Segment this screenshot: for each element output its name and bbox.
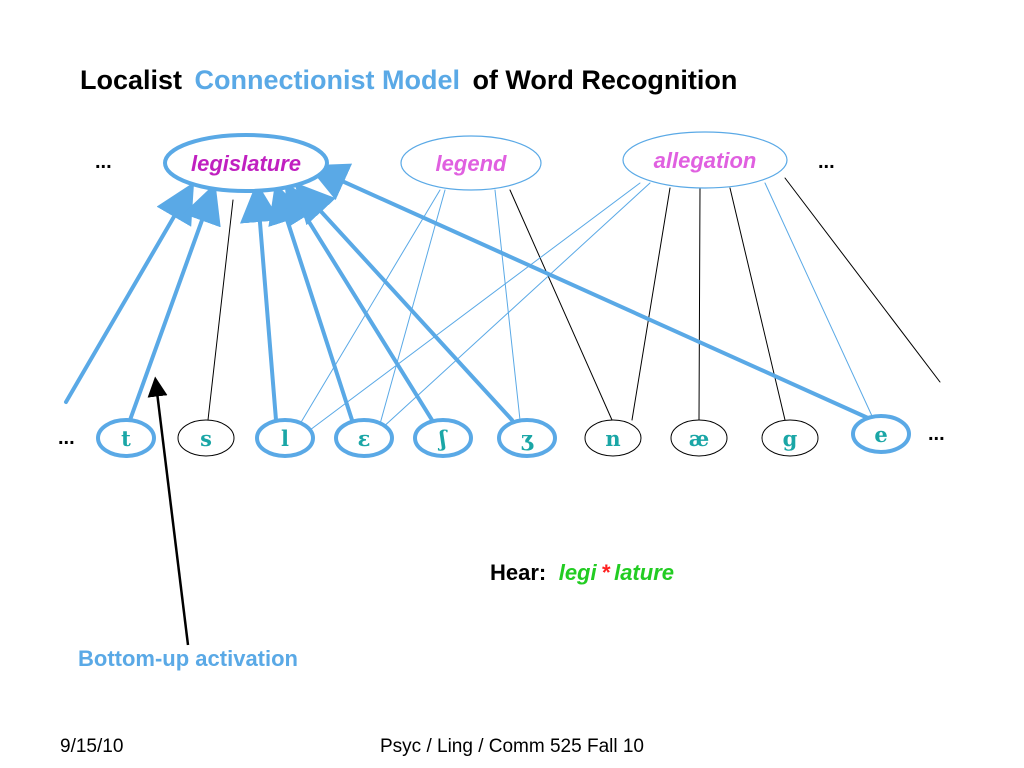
title-part-localist: Localist — [80, 65, 182, 95]
phoneme-label-esh: ʃ — [438, 426, 449, 451]
word-node-allegation-ellipse — [622, 131, 788, 189]
phoneme-node-s-ellipse — [177, 419, 235, 457]
word-node-legend-ellipse — [400, 135, 542, 191]
phoneme-node-l: l — [255, 418, 315, 458]
phoneme-node-t-ellipse — [96, 418, 156, 458]
ellipsis-bottom-right: ... — [928, 423, 945, 445]
edge-e-allegation — [764, 182, 873, 417]
phoneme-label-t: t — [121, 426, 131, 451]
hear-word-star: * — [601, 560, 611, 585]
title-part-connectionist: Connectionist Model — [194, 65, 460, 95]
phoneme-node-esh-ellipse — [413, 418, 473, 458]
title-part-word-recognition: of Word Recognition — [472, 65, 737, 95]
arrow-e-to-legislature — [307, 163, 870, 420]
edge-l-allegation — [309, 182, 641, 431]
footer-course: Psyc / Ling / Comm 525 Fall 10 — [380, 736, 644, 757]
arrow-ezh-to-legislature — [294, 182, 514, 422]
edge-s-legislature — [207, 199, 234, 421]
phoneme-node-ezh: ʒ — [497, 418, 557, 458]
edge-ae-allegation — [698, 187, 701, 421]
word-node-legislature-ellipse — [163, 133, 329, 193]
arrow-offscreen-to-legislature — [64, 182, 195, 404]
ellipsis-bottom-left: ... — [58, 427, 75, 449]
footer-date: 9/15/10 — [60, 736, 123, 757]
phoneme-label-g: g — [783, 426, 798, 451]
arrow-t-to-legislature — [128, 182, 221, 422]
edge-offscreen-allegation — [784, 177, 941, 383]
phoneme-label-n: n — [605, 426, 620, 451]
phoneme-label-ezh: ʒ — [521, 426, 534, 451]
connection-edges — [207, 177, 941, 431]
phoneme-node-g: g — [761, 419, 819, 457]
phoneme-node-e: e — [851, 414, 911, 454]
phoneme-node-epsilon: ɛ — [334, 418, 394, 458]
arrow-esh-to-legislature — [284, 182, 434, 422]
edge-n-allegation — [631, 187, 671, 421]
hear-word-start: legi — [559, 560, 598, 585]
word-node-legend: legend — [400, 135, 542, 191]
bottom-up-activation-label: Bottom-up activation — [78, 646, 298, 671]
edge-epsilon-legend — [379, 189, 446, 425]
edge-g-allegation — [729, 187, 786, 421]
diagram-title: Localist Connectionist Model of Word Rec… — [80, 65, 737, 95]
hear-word-end: lature — [614, 560, 674, 585]
phoneme-node-e-ellipse — [851, 414, 911, 454]
phoneme-node-l-ellipse — [255, 418, 315, 458]
phoneme-label-ae: æ — [689, 426, 709, 451]
edge-n-legend — [509, 189, 613, 421]
phoneme-label-s: s — [200, 426, 212, 451]
phoneme-node-n: n — [584, 419, 642, 457]
word-node-legislature: legislature — [163, 133, 329, 193]
edge-l-legend — [299, 189, 441, 425]
edge-ezh-legend — [494, 189, 521, 421]
phoneme-node-ae-ellipse — [670, 419, 728, 457]
phoneme-node-ae: æ — [670, 419, 728, 457]
edge-epsilon-allegation — [379, 182, 651, 431]
ellipsis-top-right: ... — [818, 151, 835, 173]
hear-annotation: Hear: legi * lature — [490, 560, 674, 585]
bottom-up-pointer-arrow — [147, 376, 190, 646]
word-label-legislature: legislature — [191, 151, 301, 176]
phoneme-node-t: t — [96, 418, 156, 458]
hear-label: Hear: — [490, 560, 546, 585]
phoneme-label-l: l — [281, 426, 289, 451]
phoneme-node-s: s — [177, 419, 235, 457]
word-node-allegation: allegation — [622, 131, 788, 189]
phoneme-node-g-ellipse — [761, 419, 819, 457]
word-label-legend: legend — [436, 151, 507, 176]
arrow-epsilon-to-legislature — [268, 182, 354, 422]
word-label-allegation: allegation — [654, 148, 757, 173]
activation-arrows — [64, 163, 870, 422]
phoneme-label-e: e — [874, 422, 887, 447]
phoneme-node-epsilon-ellipse — [334, 418, 394, 458]
phoneme-node-ezh-ellipse — [497, 418, 557, 458]
arrow-l-to-legislature — [240, 182, 280, 422]
phoneme-node-esh: ʃ — [413, 418, 473, 458]
phoneme-label-epsilon: ɛ — [358, 426, 371, 451]
phoneme-node-n-ellipse — [584, 419, 642, 457]
ellipsis-top-left: ... — [95, 151, 112, 173]
